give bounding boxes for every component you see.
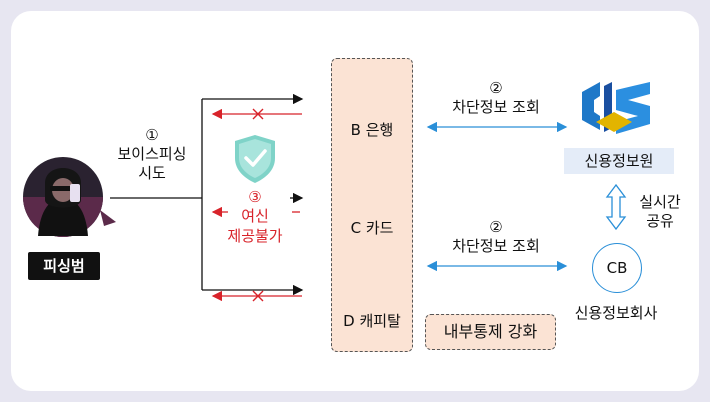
kcis-label: 신용정보원 <box>564 148 674 174</box>
block-label-line2: 제공불가 <box>227 227 283 245</box>
query-top-label: 차단정보 조회 <box>452 98 540 116</box>
share-arrow-icon <box>605 183 627 231</box>
institution-bank-label: B 은행 <box>350 121 394 139</box>
internal-control-box: 내부통제 강화 <box>425 314 556 350</box>
financial-institutions-box <box>331 58 413 352</box>
share-label-line1: 실시간 <box>639 193 681 211</box>
share-label-line2: 공유 <box>646 212 674 230</box>
block-label-line1: 여신 <box>241 207 269 225</box>
phisher-label: 피싱범 <box>28 252 100 280</box>
attempt-label-line1: 보이스피싱 <box>117 145 187 163</box>
query-bottom-label: 차단정보 조회 <box>452 237 540 255</box>
query-top-number: ② <box>489 79 503 97</box>
shield-check-icon <box>235 135 275 183</box>
cb-circle: CB <box>592 243 642 293</box>
institution-capital-label: D 캐피탈 <box>343 312 401 330</box>
x-mark-bank <box>252 108 264 120</box>
query-bottom-number: ② <box>489 218 503 236</box>
institution-card-label: C 카드 <box>350 219 394 237</box>
x-mark-capital <box>252 290 264 302</box>
attempt-number: ① <box>145 126 159 144</box>
internal-control-label: 내부통제 강화 <box>443 322 538 341</box>
block-number: ③ <box>248 188 262 206</box>
phisher-avatar-icon <box>23 157 116 237</box>
attempt-label-line2: 시도 <box>138 164 166 182</box>
cb-label: 신용정보회사 <box>574 304 658 322</box>
cis-logo-icon <box>582 82 650 134</box>
